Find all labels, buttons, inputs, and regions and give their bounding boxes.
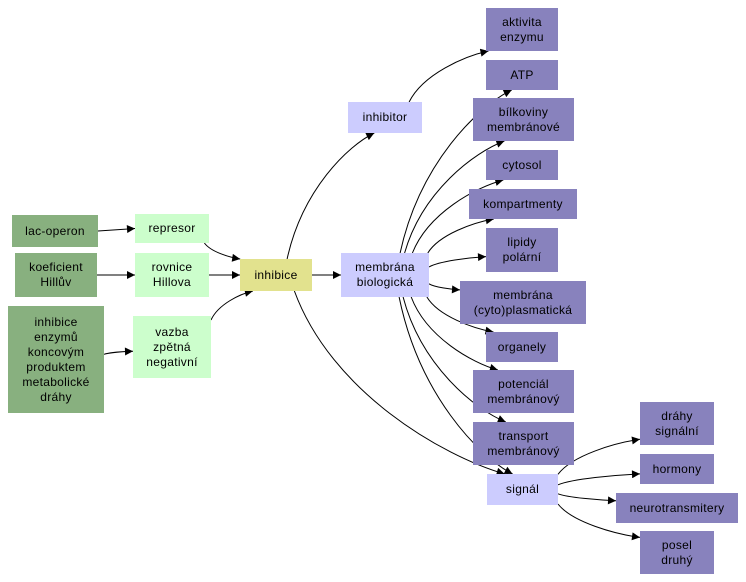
node-aktivita-enzymu: aktivita enzymu xyxy=(486,8,558,51)
node-atp: ATP xyxy=(486,60,558,90)
edge-membrana-biologicka-to-transport xyxy=(402,296,506,423)
edge-membrana-biologicka-to-bilkoviny xyxy=(404,140,505,254)
node-koeficient-hilluv: koeficient Hillův xyxy=(15,253,97,297)
edge-signal-to-hormony xyxy=(557,470,641,486)
node-rovnice-hillova: rovnice Hillova xyxy=(135,253,209,297)
node-lipidy: lipidy polární xyxy=(486,228,558,272)
edge-represor-to-inhibice xyxy=(203,242,241,262)
edge-membrana-biologicka-to-organely xyxy=(426,296,494,335)
node-posel-druhy: posel druhý xyxy=(640,531,714,574)
edge-vazba-zpetna-to-inhibice xyxy=(210,288,254,321)
edge-membrana-biologicka-to-membrana-cyto xyxy=(428,283,461,294)
node-represor: represor xyxy=(135,214,209,243)
edge-membrana-biologicka-to-potencial xyxy=(410,296,499,372)
node-membrana-biologicka: membrána biologická xyxy=(341,253,429,297)
edge-membrana-biologicka-to-signal xyxy=(398,296,513,475)
node-signal: signál xyxy=(487,474,558,505)
edge-lac-operon-to-represor xyxy=(97,225,136,234)
edge-signal-to-drahy-signalni xyxy=(557,436,641,475)
node-inhibice: inhibice xyxy=(240,259,312,291)
node-vazba-zpetna: vazba zpětná negativní xyxy=(133,316,211,378)
node-inhibitor: inhibitor xyxy=(348,102,422,133)
edge-membrana-biologicka-to-atp xyxy=(399,89,512,254)
edge-membrana-biologicka-to-kompartmenty xyxy=(427,216,494,254)
node-lac-operon: lac-operon xyxy=(12,215,98,247)
node-neurotransmitery: neurotransmitery xyxy=(616,493,738,523)
node-drahy-signalni: dráhy signální xyxy=(640,402,714,445)
node-potencial: potenciál membránový xyxy=(473,370,574,413)
node-transport: transport membránový xyxy=(473,422,574,465)
node-inhibice-enzymu: inhibice enzymů koncovým produktem metab… xyxy=(8,306,104,413)
edge-inhibice-to-inhibitor xyxy=(286,132,375,260)
edge-signal-to-neurotransmitery xyxy=(557,493,617,505)
node-bilkoviny: bílkoviny membránové xyxy=(473,98,574,141)
edge-membrana-biologicka-to-lipidy xyxy=(428,253,487,268)
edge-membrana-biologicka-to-cytosol xyxy=(411,178,504,254)
node-cytosol: cytosol xyxy=(486,150,558,180)
node-organely: organely xyxy=(486,332,558,362)
edge-signal-to-posel-druhy xyxy=(557,503,641,541)
node-membrana-cyto: membrána (cyto)plasmatická xyxy=(460,281,586,324)
edge-inhibice-enzymu-to-vazba-zpetna xyxy=(103,347,134,356)
edge-inhibitor-to-aktivita-enzymu xyxy=(408,48,489,103)
node-hormony: hormony xyxy=(640,454,714,484)
node-kompartmenty: kompartmenty xyxy=(469,189,577,219)
